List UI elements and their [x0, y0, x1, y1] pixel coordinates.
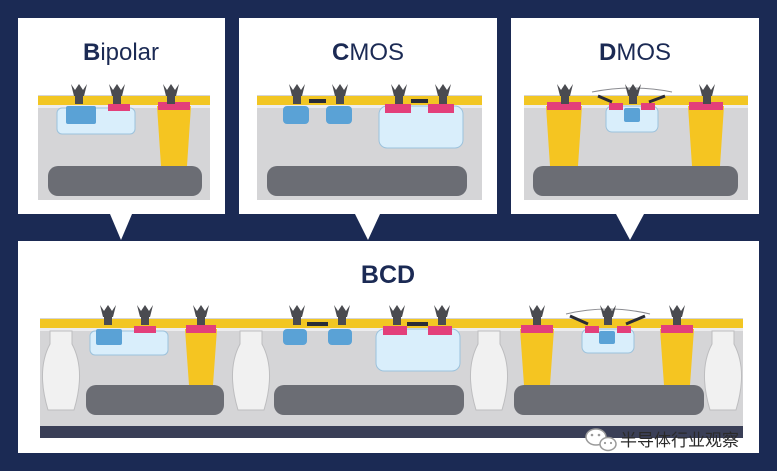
title-bipolar: Bipolar: [83, 39, 159, 66]
title-bcd: BCD: [361, 261, 415, 289]
title-cmos: CMOS: [332, 39, 404, 66]
cmos-cross-section: [257, 84, 482, 200]
watermark: 半导体行业观察: [585, 428, 739, 452]
bcd-cross-section: [40, 305, 743, 438]
dmos-cross-section: [524, 84, 748, 200]
watermark-text: 半导体行业观察: [620, 431, 739, 451]
wechat-icon: [585, 428, 617, 452]
title-dmos: DMOS: [599, 39, 671, 66]
bipolar-cross-section: [38, 84, 210, 200]
